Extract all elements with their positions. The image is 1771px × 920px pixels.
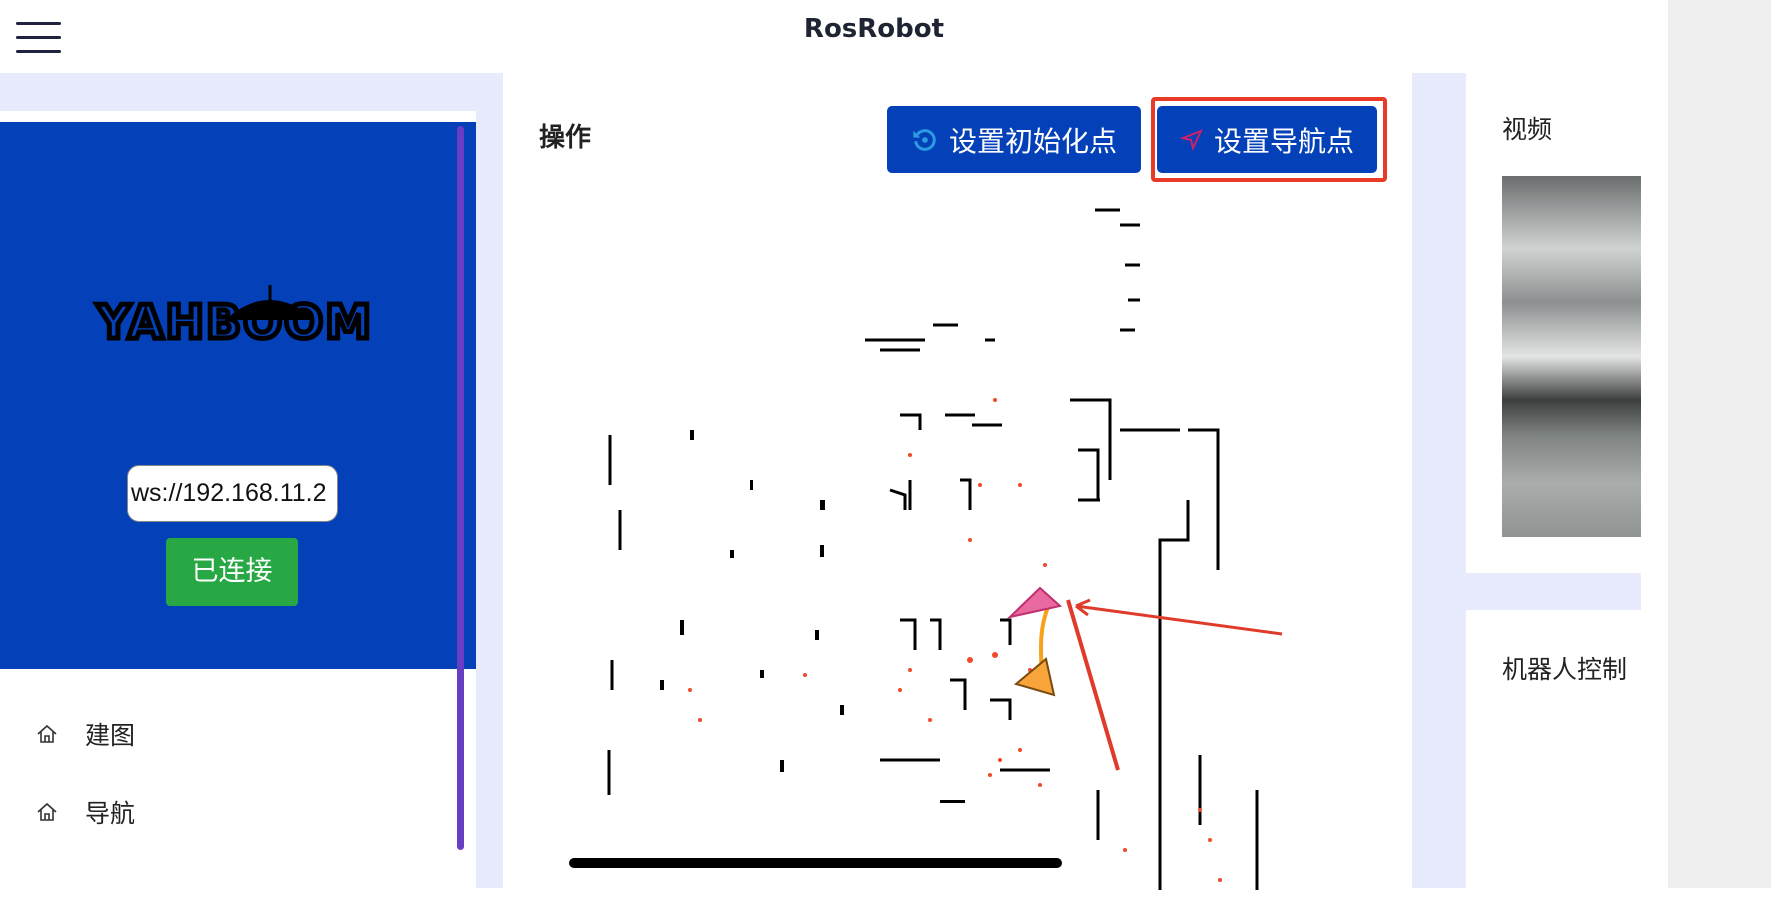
page-margin	[1668, 0, 1771, 888]
sidebar-item-label: 建图	[85, 721, 136, 750]
yahboom-logo: YAHBOOM	[93, 285, 374, 350]
camera-video-feed	[1502, 176, 1641, 537]
sidebar-item-mapping[interactable]: 建图	[35, 714, 415, 754]
robot-pose-marker	[1013, 657, 1056, 697]
robot-control-title: 机器人控制	[1502, 655, 1628, 684]
map-obstacles	[660, 430, 965, 803]
map-horizontal-scrollbar[interactable]	[569, 858, 1062, 868]
nav-goal-marker	[1006, 586, 1063, 619]
video-title: 视频	[1502, 115, 1553, 144]
map-walls	[607, 208, 1259, 890]
navigation-arrow-icon	[1179, 128, 1203, 151]
goal-direction-arrow	[1066, 599, 1120, 771]
robot-control-card	[1466, 610, 1641, 888]
home-icon	[37, 802, 57, 821]
set-nav-goal-button[interactable]: 设置导航点	[1157, 106, 1377, 173]
operation-panel	[503, 73, 1412, 888]
laser-scan-points	[688, 398, 1222, 882]
highlight-box	[1151, 97, 1387, 182]
connect-button[interactable]: 已连接	[166, 538, 298, 606]
sidebar-item-navigation[interactable]: 导航	[35, 792, 415, 832]
top-header	[0, 0, 1668, 73]
sidebar-scrollbar[interactable]	[457, 126, 464, 850]
hamburger-menu-icon[interactable]	[16, 22, 61, 54]
navigation-map[interactable]	[600, 200, 1300, 890]
panel-title: 操作	[539, 123, 592, 153]
svg-text:YAHBOOM: YAHBOOM	[96, 295, 373, 349]
annotation-arrow	[1075, 598, 1283, 636]
websocket-url-input[interactable]: ws://192.168.11.2	[127, 465, 338, 522]
set-initial-pose-button[interactable]: 设置初始化点	[887, 106, 1141, 173]
reset-icon	[913, 128, 936, 151]
button-label: 设置初始化点	[948, 124, 1117, 158]
button-label: 设置导航点	[1213, 124, 1354, 158]
home-icon	[37, 724, 57, 743]
sidebar-item-label: 导航	[85, 799, 136, 828]
app-title: RosRobot	[803, 14, 945, 44]
